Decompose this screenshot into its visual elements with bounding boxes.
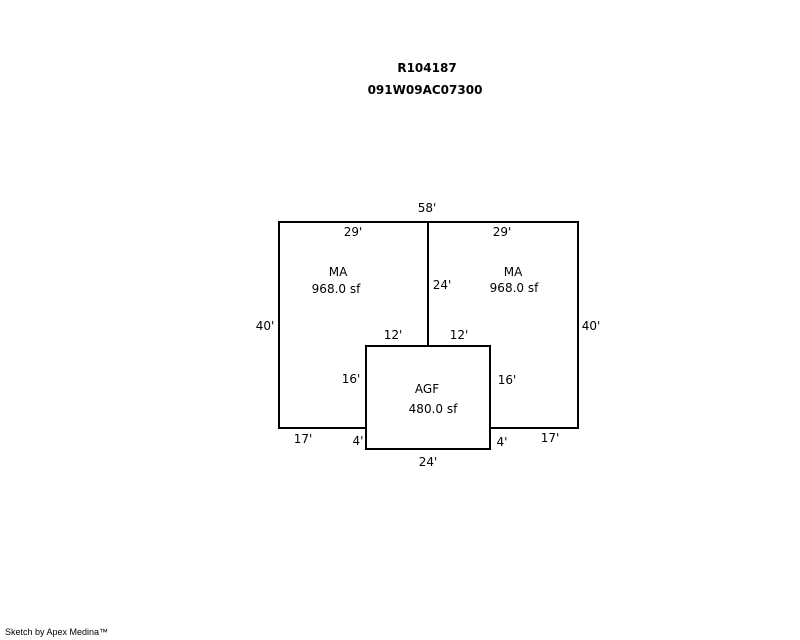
dim-right-side: 40' (581, 319, 601, 333)
dim-agf-top-left: 12' (383, 328, 403, 342)
dim-left-side: 40' (255, 319, 275, 333)
area-size-ma-left: 968.0 sf (311, 282, 361, 296)
area-label-agf: AGF (414, 382, 440, 396)
agf-outline (365, 345, 491, 450)
dim-right-bottom: 17' (540, 431, 560, 445)
dim-right-top: 29' (492, 225, 512, 239)
dim-agf-left-step: 4' (352, 434, 364, 448)
footer-credit: Sketch by Apex Medina™ (5, 627, 109, 637)
dim-left-top: 29' (343, 225, 363, 239)
account-number: R104187 (397, 61, 457, 75)
area-size-agf: 480.0 sf (408, 402, 458, 416)
area-label-ma-right: MA (503, 265, 523, 279)
dim-top: 58' (417, 201, 437, 215)
dim-agf-left: 16' (341, 372, 361, 386)
map-number: 091W09AC07300 (367, 83, 483, 97)
area-size-ma-right: 968.0 sf (489, 281, 539, 295)
dim-middle: 24' (432, 278, 452, 292)
dim-left-bottom: 17' (293, 432, 313, 446)
dim-agf-right-step: 4' (496, 435, 508, 449)
dim-agf-right: 16' (497, 373, 517, 387)
area-label-ma-left: MA (328, 265, 348, 279)
dim-agf-top-right: 12' (449, 328, 469, 342)
dim-agf-bottom: 24' (418, 455, 438, 469)
